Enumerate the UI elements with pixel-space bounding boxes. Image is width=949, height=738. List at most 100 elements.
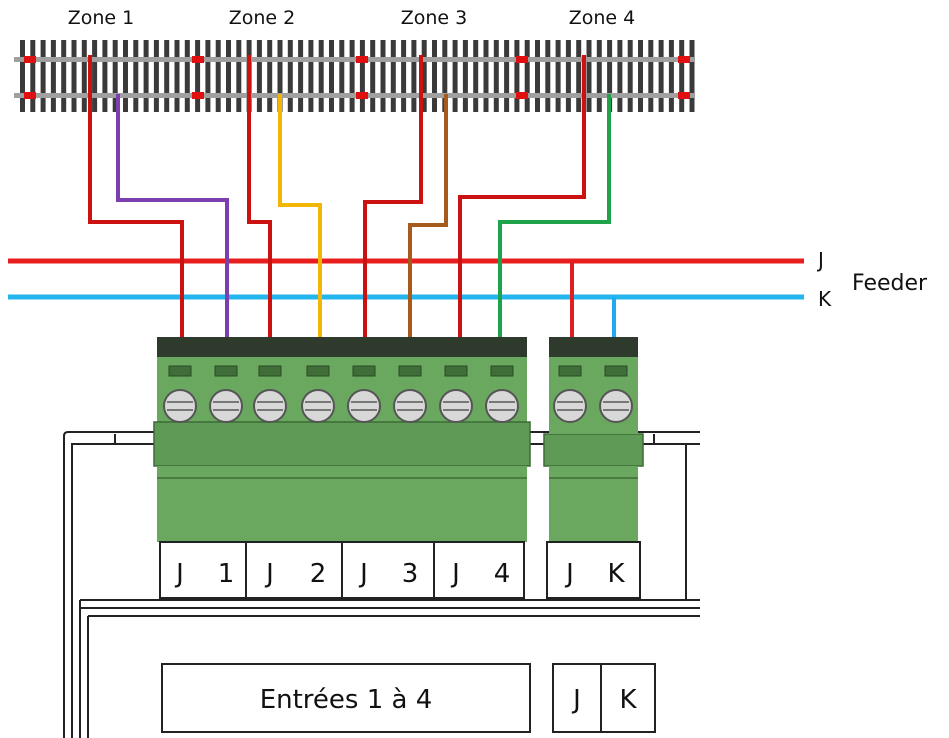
track-rail-bottom-overlay	[14, 93, 694, 98]
track-tie	[143, 40, 149, 112]
insulator-bottom	[24, 92, 36, 99]
terminal-screw	[347, 389, 381, 423]
module-front-labels: Entrées 1 à 4 J K	[161, 663, 656, 733]
track-tie	[524, 40, 530, 112]
track-tie	[123, 40, 128, 112]
terminal-screw	[393, 389, 427, 423]
track-tie	[411, 40, 417, 112]
main-connector	[153, 337, 531, 542]
insulator-top	[356, 56, 368, 63]
terminal-screw	[253, 389, 287, 423]
track-tie	[174, 40, 180, 112]
track-ties	[20, 40, 695, 112]
wire-entry-slot	[398, 365, 422, 377]
wire-entry-slot	[604, 365, 628, 377]
track-tie	[287, 40, 293, 112]
feeder-connector-neck	[549, 423, 638, 434]
module-k-label: K	[619, 685, 637, 715]
track-tie	[493, 40, 499, 112]
track-tie	[50, 40, 56, 112]
main-connector-screws	[163, 365, 519, 423]
insulator-top	[516, 56, 528, 63]
terminal-screw	[163, 389, 197, 423]
insulator-bottom	[678, 92, 690, 99]
main-connector-flange	[153, 421, 531, 467]
feeder-connector-top-bar	[549, 337, 638, 357]
track	[14, 40, 695, 112]
track-tie	[20, 40, 25, 112]
track-tie	[586, 40, 592, 112]
track-tie	[92, 40, 98, 112]
insulator-bottom	[516, 92, 528, 99]
track-tie	[535, 40, 540, 112]
wire-zone4-j	[458, 55, 586, 338]
track-tie	[349, 40, 355, 112]
track-tie	[596, 40, 602, 112]
track-tie	[308, 40, 314, 112]
feeder-label: Feeder	[852, 271, 928, 296]
terminal-label: J	[264, 559, 274, 589]
track-tie	[648, 40, 654, 112]
track-tie	[627, 40, 633, 112]
track-tie	[277, 40, 283, 112]
zone-3-label: Zone 3	[401, 7, 468, 29]
wire-entry-slot	[444, 365, 468, 377]
track-tie	[689, 40, 695, 112]
zone-2-label: Zone 2	[229, 7, 296, 29]
terminal-label: J	[564, 559, 574, 589]
track-tie	[318, 40, 324, 112]
wire-zone2-j	[247, 55, 272, 338]
inputs-label-box	[161, 663, 531, 733]
insulator-bottom	[356, 92, 368, 99]
track-tie	[638, 40, 643, 112]
terminal-label: 2	[310, 559, 327, 589]
terminal-screw	[599, 389, 633, 423]
feeder-connector-flange	[543, 433, 644, 467]
track-tie	[576, 40, 582, 112]
wire-entry-slot	[306, 365, 330, 377]
track-tie	[442, 40, 448, 112]
track-tie	[658, 40, 664, 112]
wires	[88, 55, 616, 338]
track-tie	[380, 40, 386, 112]
terminal-screw	[301, 389, 335, 423]
terminal-screw	[439, 389, 473, 423]
zone-1-label: Zone 1	[68, 7, 135, 29]
track-tie	[40, 40, 46, 112]
feeder-connector-screws	[553, 365, 633, 423]
wire-zone3-j	[363, 55, 423, 338]
terminal-label: K	[607, 559, 625, 589]
terminal-screw	[209, 389, 243, 423]
wire-zone2-2	[278, 94, 322, 338]
track-tie	[195, 40, 201, 112]
wire-entry-slot	[490, 365, 514, 377]
track-tie	[226, 40, 231, 112]
feeder-label-strip	[546, 541, 641, 599]
track-tie	[555, 40, 561, 112]
track-tie	[617, 40, 623, 112]
terminal-screw	[553, 389, 587, 423]
housing-outline-top	[63, 431, 700, 738]
module-j-label: J	[571, 685, 581, 715]
wire-entry-slot	[214, 365, 238, 377]
wire-zone1-1	[116, 94, 229, 338]
track-tie	[473, 40, 479, 112]
track-tie	[184, 40, 190, 112]
track-tie	[153, 40, 159, 112]
terminal-label: 1	[218, 559, 235, 589]
track-tie	[504, 40, 510, 112]
main-connector-top-bar	[157, 337, 527, 357]
terminal-label: 3	[402, 559, 419, 589]
zone-4-label: Zone 4	[569, 7, 636, 29]
terminal-label: J	[450, 559, 460, 589]
track-tie	[359, 40, 365, 112]
wire-zone4-4	[498, 94, 611, 338]
track-rail-top-overlay	[14, 57, 694, 62]
track-tie	[679, 40, 685, 112]
track-tie	[267, 40, 273, 112]
track-tie	[112, 40, 118, 112]
insulator-top	[678, 56, 690, 63]
insulator-bottom	[192, 92, 204, 99]
track-tie	[401, 40, 407, 112]
